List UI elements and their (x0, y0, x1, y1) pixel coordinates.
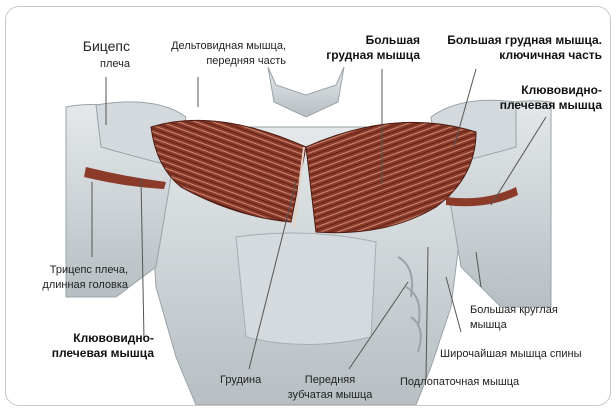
latissimus-label: Широчайшая мышца спины (440, 347, 582, 362)
coracobrachialis-left-label: Клювовидно- плечевая мышца (34, 331, 154, 361)
triceps-label: Трицепс плеча, длинная головка (20, 263, 128, 293)
abdominal-outline (236, 233, 376, 345)
biceps-label-line2: плеча (68, 57, 130, 72)
deltoid-label: Дельтовидная мышца, передняя часть (144, 39, 286, 69)
subscapularis-label: Подлопаточная мышца (400, 375, 519, 390)
biceps-label: Бицепс (68, 39, 130, 54)
diagram-frame: Бицепс плеча Дельтовидная мышца, передня… (5, 6, 611, 406)
serratus-anterior-label: Передняя зубчатая мышца (274, 373, 386, 403)
teres-major-label: Большая круглая мышца (470, 303, 580, 333)
sternum-label: Грудина (220, 373, 261, 388)
pectoralis-clavicular-label: Большая грудная мышца. ключичная часть (426, 33, 602, 63)
coracobrachialis-right-label: Клювовидно- плечевая мышца (492, 83, 602, 113)
pectoralis-major-label: Большая грудная мышца (310, 33, 420, 63)
neck-shape (268, 67, 344, 117)
